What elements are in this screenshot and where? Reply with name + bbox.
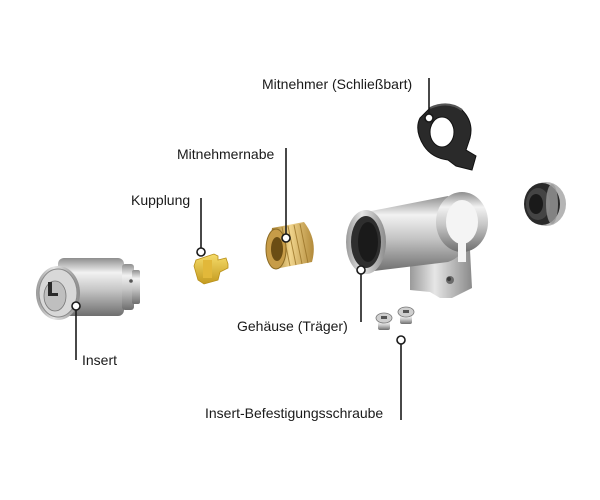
dot-mitnehmernabe [281, 233, 291, 243]
end-ring-part [524, 182, 566, 226]
screws-part [375, 306, 415, 330]
leader-lines [71, 78, 434, 420]
label-insert: Insert [82, 352, 118, 368]
dot-schraube [396, 335, 406, 345]
label-schraube: Insert-Befestigungsschraube [205, 405, 384, 421]
label-gehaeuse: Gehäuse (Träger) [237, 318, 348, 334]
gehaeuse-part [346, 192, 488, 298]
dot-mitnehmer [424, 113, 434, 123]
label-mitnehmernabe: Mitnehmernabe [177, 146, 275, 162]
dot-kupplung [196, 247, 206, 257]
dot-gehaeuse [356, 265, 366, 275]
insert-part [36, 258, 140, 320]
mitnehmernabe-part [265, 222, 314, 270]
kupplung-part [193, 253, 229, 285]
label-mitnehmer: Mitnehmer (Schließbart) [262, 76, 413, 92]
label-kupplung: Kupplung [131, 192, 191, 208]
dot-insert [71, 301, 81, 311]
